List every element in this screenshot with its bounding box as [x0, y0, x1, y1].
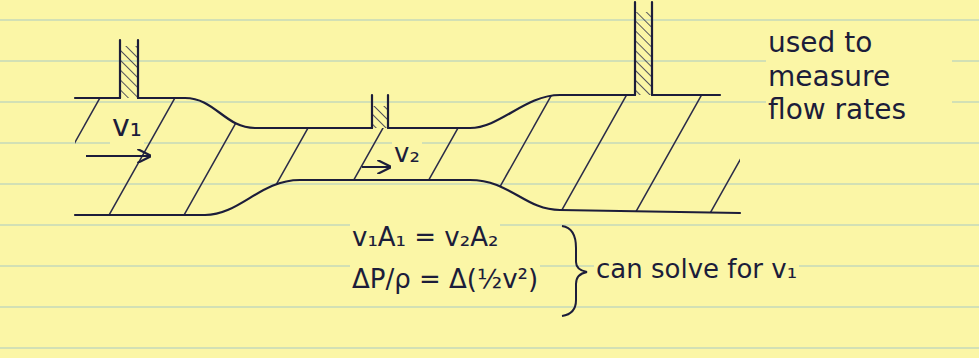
manometer-fluid [120, 12, 652, 128]
pipe-outline [75, 2, 740, 215]
note-text: can solve for v₁ [594, 254, 799, 285]
velocity-label: v₁ [110, 108, 144, 144]
velocity-label: v₂ [392, 138, 422, 169]
continuity-equation: v₁A₁ = v₂A₂ [350, 222, 500, 253]
side-note: used to measure flow rates [766, 26, 952, 127]
bernoulli-equation: ΔP/ρ = Δ(½v²) [350, 264, 540, 295]
velocity-arrows [86, 156, 390, 167]
curly-brace [562, 226, 587, 316]
fluid-hatching [20, 80, 785, 240]
ruled-lines [0, 20, 979, 348]
